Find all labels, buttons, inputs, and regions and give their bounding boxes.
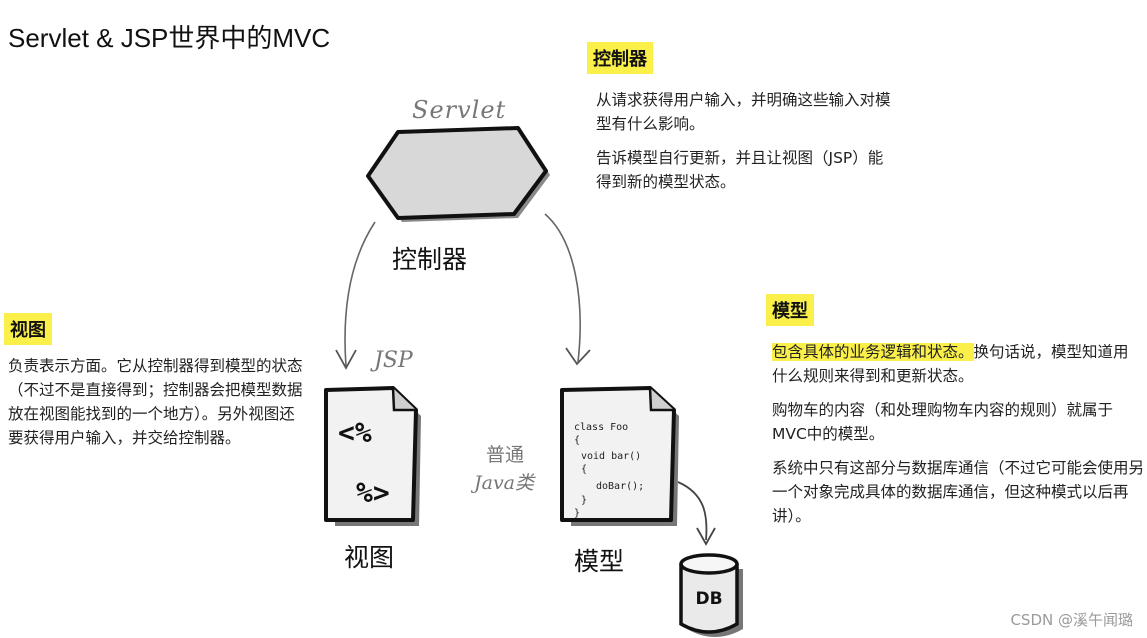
code-line-6: } [581, 495, 587, 506]
controller-label: 控制器 [392, 245, 468, 274]
code-line-4: { [581, 464, 587, 475]
code-line-2: { [574, 435, 580, 446]
model-desc-highlight: 包含具体的业务逻辑和状态。 [772, 343, 974, 361]
code-line-1: class Foo [574, 422, 628, 433]
model-description: 包含具体的业务逻辑和状态。换句话说，模型知道用什么规则来得到和更新状态。 购物车… [772, 340, 1144, 538]
arrow-controller-to-model [544, 213, 591, 366]
arrow-model-to-db [677, 481, 716, 546]
db-cylinder: DB [679, 553, 743, 637]
controller-desc-2: 告诉模型自行更新，并且让视图（JSP）能得到新的模型状态。 [596, 149, 884, 191]
model-tag-label: 模型 [766, 294, 814, 326]
db-label: DB [695, 589, 722, 609]
page-title: Servlet & JSP世界中的MVC [8, 23, 331, 53]
controller-description: 从请求获得用户输入，并明确这些输入对模型有什么影响。 告诉模型自行更新，并且让视… [596, 88, 896, 204]
arrow-controller-to-view [335, 221, 376, 370]
view-document: <% %> [324, 386, 421, 526]
servlet-label: Servlet [412, 96, 507, 124]
view-tag: 视图 [4, 313, 52, 345]
view-tag-label: 视图 [4, 313, 52, 345]
controller-hexagon [366, 126, 550, 222]
view-label: 视图 [344, 543, 395, 572]
code-line-7: } [574, 508, 580, 519]
model-desc-3: 系统中只有这部分与数据库通信（不过它可能会使用另一个对象完成具体的数据库通信，但… [772, 459, 1145, 525]
model-desc-1: 换句话说，模型知道用什么规则来得到和更新状态。 [772, 343, 1129, 385]
controller-tag-label: 控制器 [587, 42, 653, 74]
controller-tag: 控制器 [587, 42, 653, 74]
view-doc-top: <% [338, 416, 372, 449]
code-line-5: doBar(); [596, 481, 644, 492]
jsp-label: JSP [374, 348, 413, 373]
controller-desc-1: 从请求获得用户输入，并明确这些输入对模型有什么影响。 [596, 91, 891, 133]
model-document: class Foo { void bar() { doBar(); } } [560, 386, 679, 526]
code-line-3: void bar() [581, 451, 641, 462]
view-doc-bottom: %> [356, 476, 390, 509]
java-label-1: 普通 [486, 444, 525, 466]
watermark: CSDN @溪午闻璐 [1010, 611, 1133, 629]
view-description: 负责表示方面。它从控制器得到模型的状态（不过不是直接得到；控制器会把模型数据放在… [8, 357, 303, 447]
model-tag: 模型 [766, 294, 814, 326]
java-label-2: Java类 [474, 472, 535, 494]
model-label: 模型 [574, 547, 625, 576]
model-desc-2: 购物车的内容（和处理购物车内容的规则）就属于MVC中的模型。 [772, 401, 1114, 443]
